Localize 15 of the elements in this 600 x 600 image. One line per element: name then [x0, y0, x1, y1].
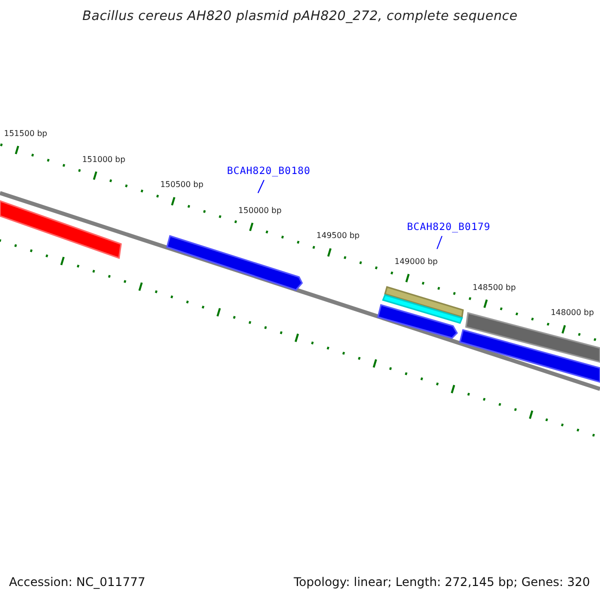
position-label: 151000 bp	[82, 154, 126, 164]
accession-text: Accession: NC_011777	[9, 575, 146, 589]
leader-line	[436, 236, 442, 250]
leader-line	[258, 180, 264, 194]
position-label: 149500 bp	[316, 231, 360, 240]
position-label: 149000 bp	[394, 257, 438, 266]
diagram-title: Bacillus cereus AH820 plasmid pAH820_272, complete sequence	[81, 9, 519, 24]
position-label: 150500 bp	[160, 180, 204, 190]
position-label: 150000 bp	[238, 206, 282, 215]
gene-label: BCAH820_B0179	[407, 222, 490, 233]
position-label: 148000 bp	[550, 308, 594, 318]
gene-label: BCAH820_B0180	[227, 166, 310, 177]
position-label: 151500 bp	[4, 129, 48, 138]
position-label: 148500 bp	[472, 282, 516, 292]
summary-text: Topology: linear; Length: 272,145 bp; Genes: 320	[294, 575, 590, 589]
